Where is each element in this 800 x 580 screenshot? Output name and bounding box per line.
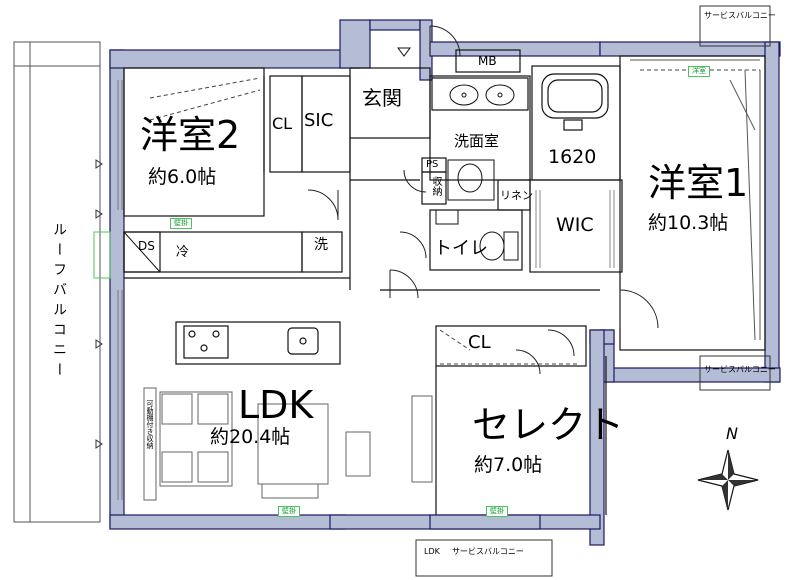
- mb-label: MB: [478, 54, 497, 68]
- room-western-1-area: 約10.3帖: [648, 212, 729, 234]
- kitchen-island: [175, 321, 341, 365]
- wic-label: WIC: [556, 214, 594, 236]
- balcony-markers: [95, 159, 103, 449]
- ds-box: [123, 231, 161, 273]
- compass-north-label: N: [726, 424, 738, 443]
- storage-label: 収納: [430, 176, 441, 196]
- service-balcony-right-outline: [699, 355, 771, 391]
- kabekake-tag-ldk: 壁掛: [278, 506, 300, 517]
- washer-label: 洗: [314, 237, 328, 253]
- entrance-label: 玄関: [362, 86, 402, 110]
- toilet-label: トイレ: [434, 238, 488, 259]
- mb-box: [455, 49, 521, 73]
- service-balcony-bottom-outline: [415, 539, 553, 577]
- room-ldk-name: LDK: [238, 383, 314, 427]
- wic-shelves: [535, 190, 615, 268]
- sinks: [449, 84, 515, 106]
- room-select-name: セレクト: [472, 403, 625, 447]
- roof-balcony-outline: [13, 41, 101, 523]
- ds-label: DS: [138, 239, 155, 253]
- room-western-2-name: 洋室2: [140, 113, 241, 157]
- washer-area: [447, 159, 495, 201]
- roof-balcony-label: ルーフバルコニー: [51, 222, 67, 382]
- furniture: [143, 387, 433, 501]
- sic-label: SIC: [304, 110, 334, 131]
- service-balcony-top-outline: [699, 5, 771, 47]
- room1-windows: [630, 59, 761, 341]
- ds-cross: [123, 231, 161, 273]
- kabekake-tag-select: 壁掛: [486, 506, 508, 517]
- room-western-1-name: 洋室1: [648, 161, 749, 205]
- ldk-small-label: LDK: [424, 547, 440, 556]
- toilet-fixture: [435, 209, 519, 261]
- room-western-2-area: 約6.0帖: [148, 166, 217, 188]
- service-balcony-bottom-label: サービスバルコニー: [452, 547, 524, 556]
- kabekake-tag-room2: 壁掛: [170, 218, 192, 229]
- entrance-marker: [397, 47, 411, 57]
- service-balcony-top-label: サービスバルコニー: [704, 11, 776, 20]
- compass-rose: [697, 449, 759, 511]
- bath-size-label: 1620: [548, 146, 597, 168]
- bathtub: [541, 73, 609, 131]
- washroom-label: 洗面室: [454, 132, 500, 150]
- ps-label: PS: [426, 159, 439, 170]
- linen-label: リネン: [500, 189, 533, 202]
- fridge-label: 冷: [176, 245, 190, 260]
- room1-tag: 洋室: [688, 66, 710, 77]
- cl-room2-label: CL: [272, 114, 293, 133]
- interior-walls: [123, 55, 766, 515]
- service-balcony-right-label: サービスバルコニー: [704, 365, 776, 374]
- door-arcs: [307, 25, 659, 375]
- cl-select-label: CL: [468, 332, 491, 353]
- room-ldk-area: 約20.4帖: [210, 426, 291, 448]
- ldk-windows: [117, 80, 123, 500]
- outer-walls: [109, 19, 781, 546]
- room-select-area: 約7.0帖: [474, 454, 543, 476]
- fixed-shelf-label: 可動棚付き収納: [146, 400, 154, 449]
- green-box-left: [93, 231, 111, 279]
